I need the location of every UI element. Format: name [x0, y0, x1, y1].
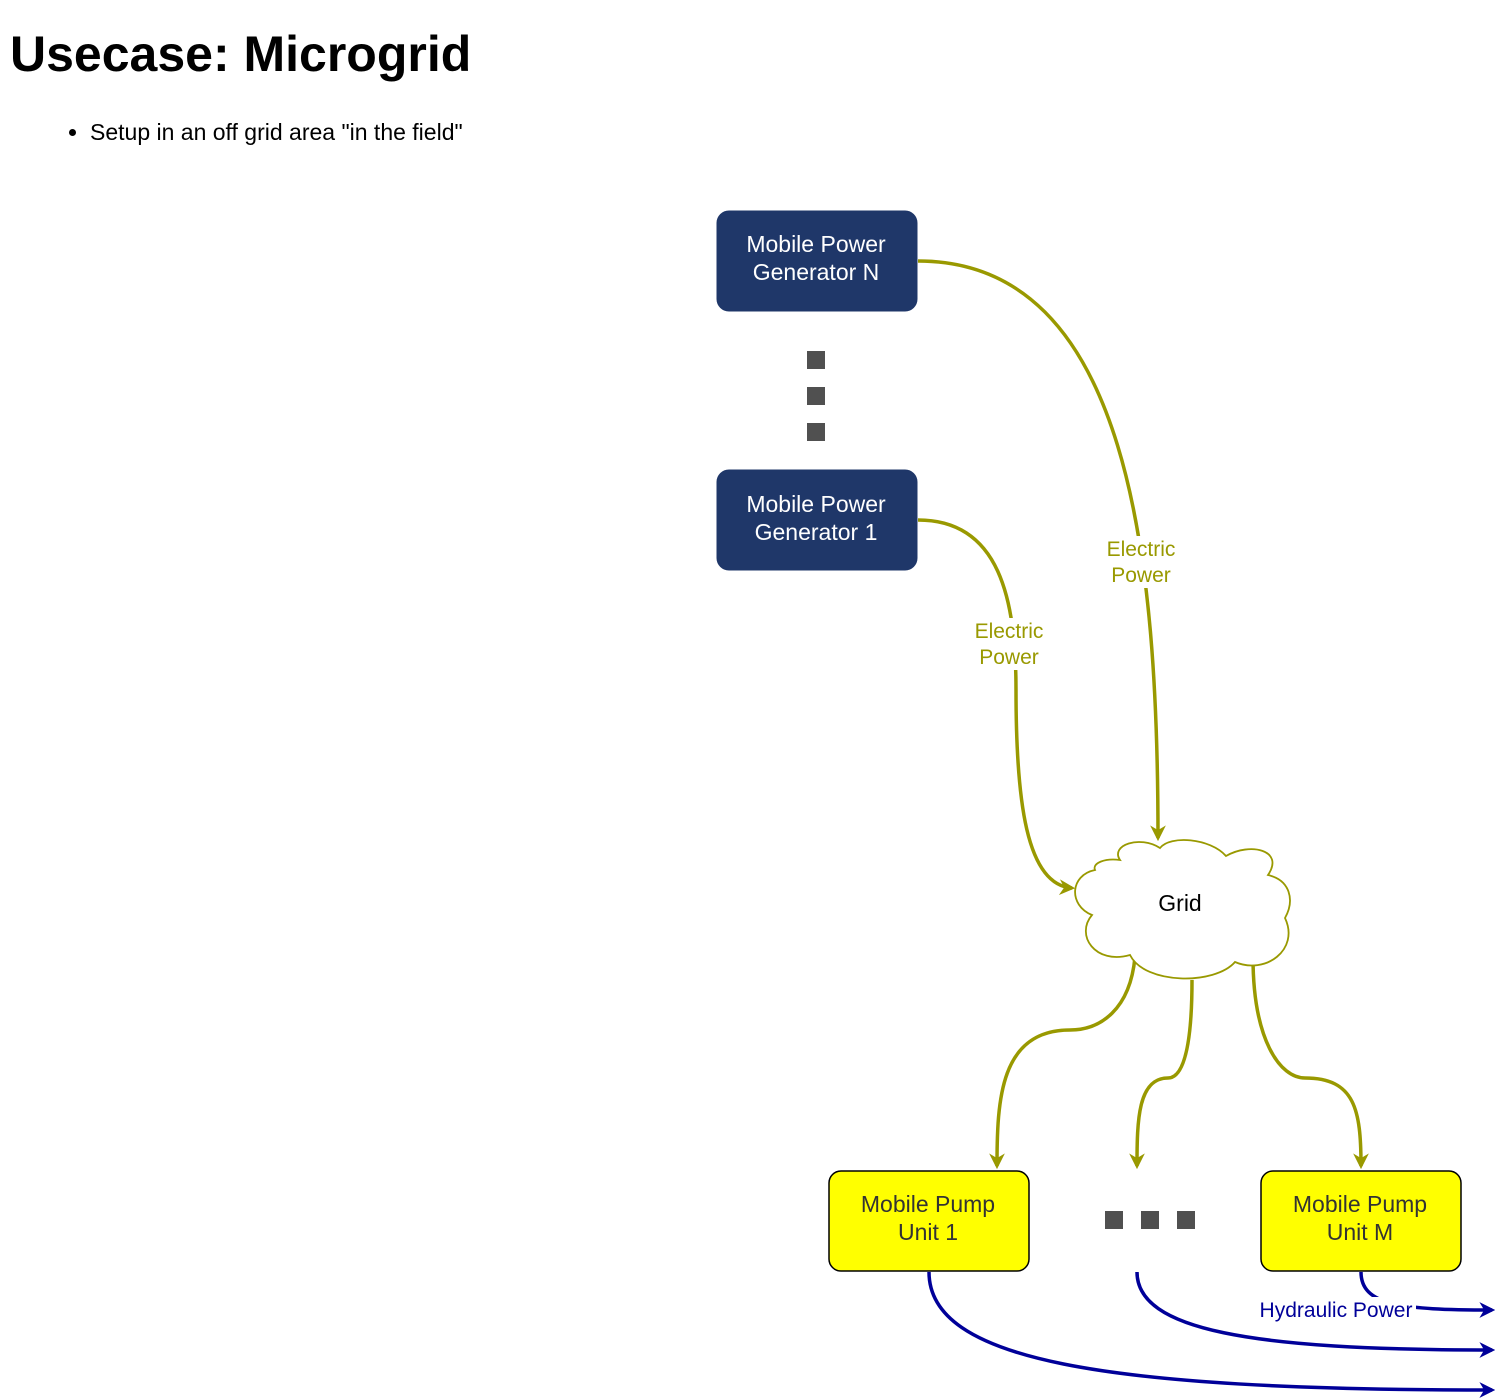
generator-1-node[interactable]: Mobile Power Generator 1 [716, 469, 918, 571]
electric-label-a-line1: Electric [1107, 538, 1176, 561]
electric-label-b-line2: Power [979, 646, 1039, 669]
electric-label-a-line2: Power [1111, 564, 1171, 587]
pump-unit-m-node[interactable]: Mobile Pump Unit M [1260, 1170, 1462, 1272]
bullet-item: Setup in an off grid area "in the field" [90, 116, 463, 148]
hydraulic-edge-pump-1 [927, 1271, 1496, 1398]
hydraulic-label-text: Hydraulic Power [1260, 1299, 1413, 1322]
pump-m-label-line2: Unit M [1327, 1219, 1393, 1245]
hydraulic-power-label: Hydraulic Power [1256, 1297, 1416, 1322]
grid-cloud[interactable]: Grid [1074, 839, 1291, 980]
generator-1-label-line1: Mobile Power [746, 491, 886, 517]
electric-label-b-line1: Electric [975, 620, 1044, 643]
grid-label: Grid [1158, 890, 1201, 916]
edge-grid-to-pump-m [1251, 956, 1369, 1170]
generator-1-label-line2: Generator 1 [755, 519, 878, 545]
electric-power-label-a: Electric Power [1100, 536, 1182, 588]
generator-n-label-line1: Mobile Power [746, 231, 886, 257]
page-title: Usecase: Microgrid [10, 26, 472, 82]
generator-n-label-line2: Generator N [753, 259, 880, 285]
edge-grid-to-pump-1 [989, 956, 1137, 1170]
pump-1-label-line2: Unit 1 [898, 1219, 958, 1245]
generator-n-node[interactable]: Mobile Power Generator N [716, 210, 918, 312]
pump-unit-1-node[interactable]: Mobile Pump Unit 1 [828, 1170, 1030, 1272]
vertical-ellipsis-icon [807, 351, 825, 441]
pump-m-label-line1: Mobile Pump [1293, 1191, 1427, 1217]
edge-generator-1-to-grid [917, 518, 1076, 896]
horizontal-ellipsis-icon [1105, 1211, 1195, 1229]
bullet-list: Setup in an off grid area "in the field" [50, 116, 463, 148]
edge-generator-n-to-grid [917, 259, 1166, 842]
electric-power-label-b: Electric Power [968, 618, 1050, 670]
edge-grid-to-pump-middle [1129, 979, 1194, 1170]
hydraulic-edge-middle [1135, 1271, 1496, 1358]
pump-1-label-line1: Mobile Pump [861, 1191, 995, 1217]
